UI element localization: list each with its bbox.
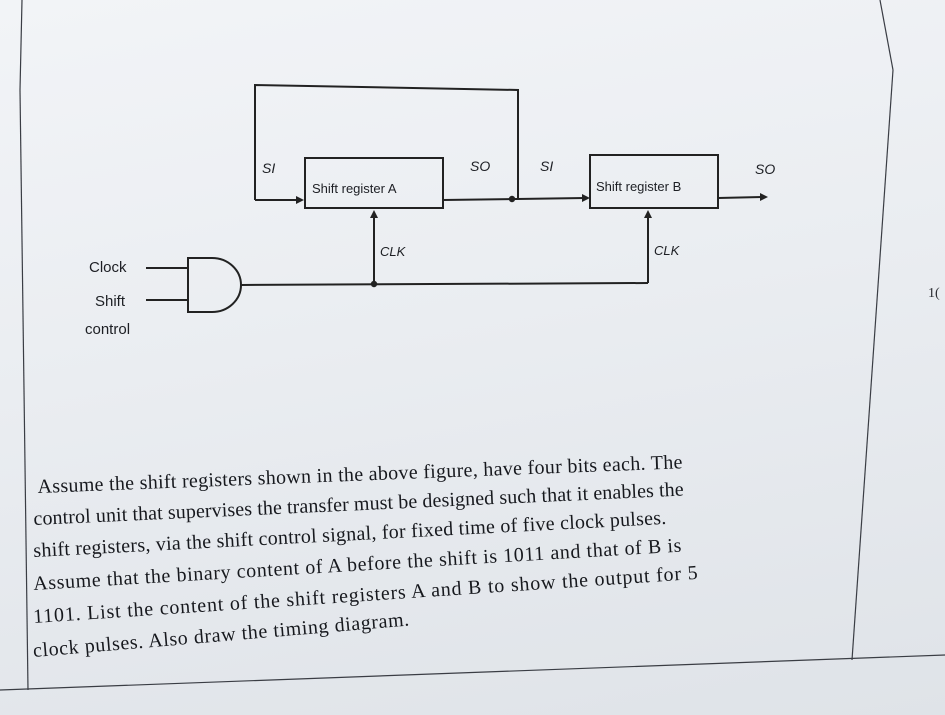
shift-register-a-box	[304, 157, 444, 209]
page-edge-line-left	[19, 89, 29, 691]
si-a-label: SI	[262, 160, 275, 176]
cut-off-page-fragment: 1(	[928, 286, 940, 301]
clk-b-arrow	[644, 210, 652, 218]
shift-control-label-line2: control	[85, 321, 130, 338]
feedback-wire	[254, 83, 519, 200]
so-b-label: SO	[755, 161, 775, 177]
clk-a-arrow	[370, 210, 378, 218]
junction-dot-a-out	[508, 195, 516, 203]
page-edge-line-left-top	[19, 0, 23, 91]
si-a-arrow	[296, 196, 304, 204]
page-edge-line-right	[851, 69, 894, 661]
register-a-label: Shift register A	[312, 181, 397, 196]
so-b-output-wire	[717, 196, 763, 199]
shift-control-label-line1: Shift	[95, 293, 126, 310]
page-bottom-line	[0, 654, 945, 691]
clock-input-label: Clock	[89, 259, 127, 276]
gated-clock-wire	[240, 282, 649, 286]
clk-b-label: CLK	[654, 243, 681, 258]
clk-a-label: CLK	[380, 244, 407, 259]
si-b-label: SI	[540, 158, 553, 174]
and-gate	[187, 257, 242, 313]
register-b-label: Shift register B	[596, 179, 681, 194]
so-a-label: SO	[470, 158, 490, 174]
si-b-arrow	[582, 194, 590, 202]
shift-register-b-box	[589, 154, 719, 209]
page-edge-line-right-top	[879, 0, 894, 71]
so-b-arrow	[760, 193, 768, 201]
